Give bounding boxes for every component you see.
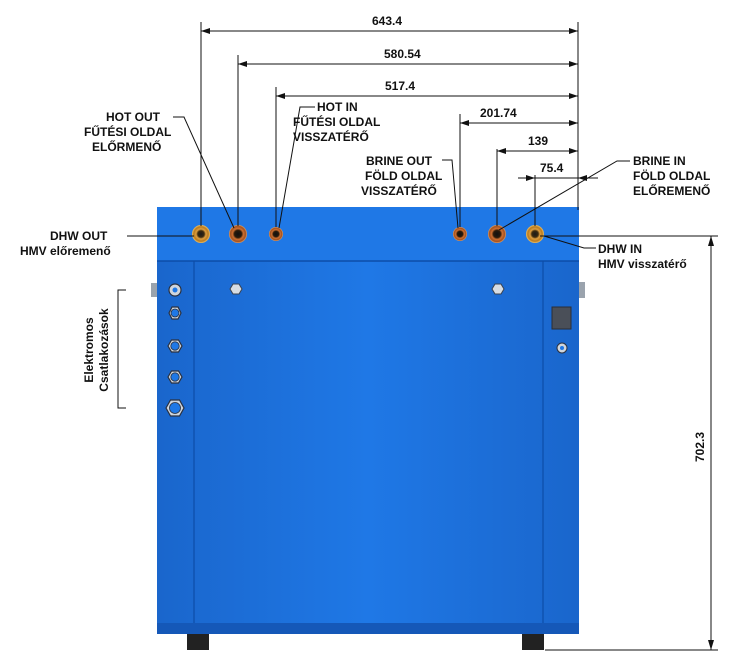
side-fitting-right [579, 282, 585, 298]
foot-left [187, 634, 209, 650]
brine-in-line3: ELŐREMENŐ [633, 183, 710, 198]
gland-2 [168, 306, 182, 320]
hot-out-title: HOT OUT [106, 110, 161, 124]
label-hot-out: HOT OUT FŰTÉSI OLDAL ELŐRMENŐ [84, 110, 171, 154]
label-hot-in: HOT IN FŰTÉSI OLDAL VISSZATÉRŐ [293, 100, 380, 144]
pipe-connections [192, 225, 544, 243]
gland-4 [167, 370, 183, 384]
dimension-lines [200, 22, 718, 651]
cabinet-body [157, 261, 579, 627]
pipe-dhw-out [192, 225, 210, 243]
cable-glands [165, 283, 185, 417]
cabinet-top-panel [157, 207, 579, 261]
dim-75: 75.4 [540, 161, 564, 175]
side-fitting-left [151, 283, 157, 297]
dim-643: 643.4 [372, 14, 402, 28]
label-brine-in: BRINE IN FÖLD OLDAL ELŐREMENŐ [633, 154, 710, 198]
hot-in-line2: FŰTÉSI OLDAL [293, 114, 380, 129]
dim-height: 702.3 [693, 432, 707, 462]
cabinet-base-strip [157, 623, 579, 634]
brine-out-line3: VISSZATÉRŐ [361, 183, 437, 198]
dim-517: 517.4 [385, 79, 415, 93]
panel-screws [229, 283, 572, 354]
screw-right [491, 283, 505, 295]
label-electrical: Elektromos Csatlakozások [82, 308, 111, 392]
hot-in-title: HOT IN [317, 100, 358, 114]
hot-out-line2: FŰTÉSI OLDAL [84, 124, 171, 139]
label-brine-out: BRINE OUT FÖLD OLDAL VISSZATÉRŐ [361, 154, 442, 198]
control-module [551, 306, 572, 330]
gland-5 [165, 399, 185, 417]
hot-out-line3: ELŐRMENŐ [92, 139, 161, 154]
brine-out-line2: FÖLD OLDAL [365, 168, 442, 183]
leader-lines [117, 106, 630, 409]
dhw-out-line2: HMV előremenő [20, 244, 111, 258]
pipe-brine-out [453, 227, 467, 241]
dhw-in-line2: HMV visszatérő [598, 257, 687, 271]
pipe-hot-out [229, 225, 247, 243]
heat-pump-cabinet [151, 207, 585, 650]
label-dhw-out: DHW OUT HMV előremenő [20, 229, 111, 258]
foot-right [522, 634, 544, 650]
dim-201: 201.74 [480, 106, 517, 120]
pipe-dhw-in [526, 225, 544, 243]
label-dhw-in: DHW IN HMV visszatérő [598, 242, 687, 271]
dhw-in-title: DHW IN [598, 242, 642, 256]
gland-1 [168, 283, 182, 297]
dimension-values: 643.4 580.54 517.4 201.74 139 75.4 702.3 [372, 14, 707, 462]
gland-3 [167, 339, 183, 353]
dim-139: 139 [528, 134, 548, 148]
brine-in-title: BRINE IN [633, 154, 686, 168]
dhw-out-title: DHW OUT [50, 229, 108, 243]
electrical-line2: Csatlakozások [97, 308, 111, 392]
pipe-brine-in [488, 225, 506, 243]
hot-in-line3: VISSZATÉRŐ [293, 129, 369, 144]
pipe-hot-in [269, 227, 283, 241]
brine-in-line2: FÖLD OLDAL [633, 168, 710, 183]
brine-out-title: BRINE OUT [366, 154, 433, 168]
electrical-line1: Elektromos [82, 317, 96, 383]
screw-left [229, 283, 243, 295]
dim-580: 580.54 [384, 47, 421, 61]
